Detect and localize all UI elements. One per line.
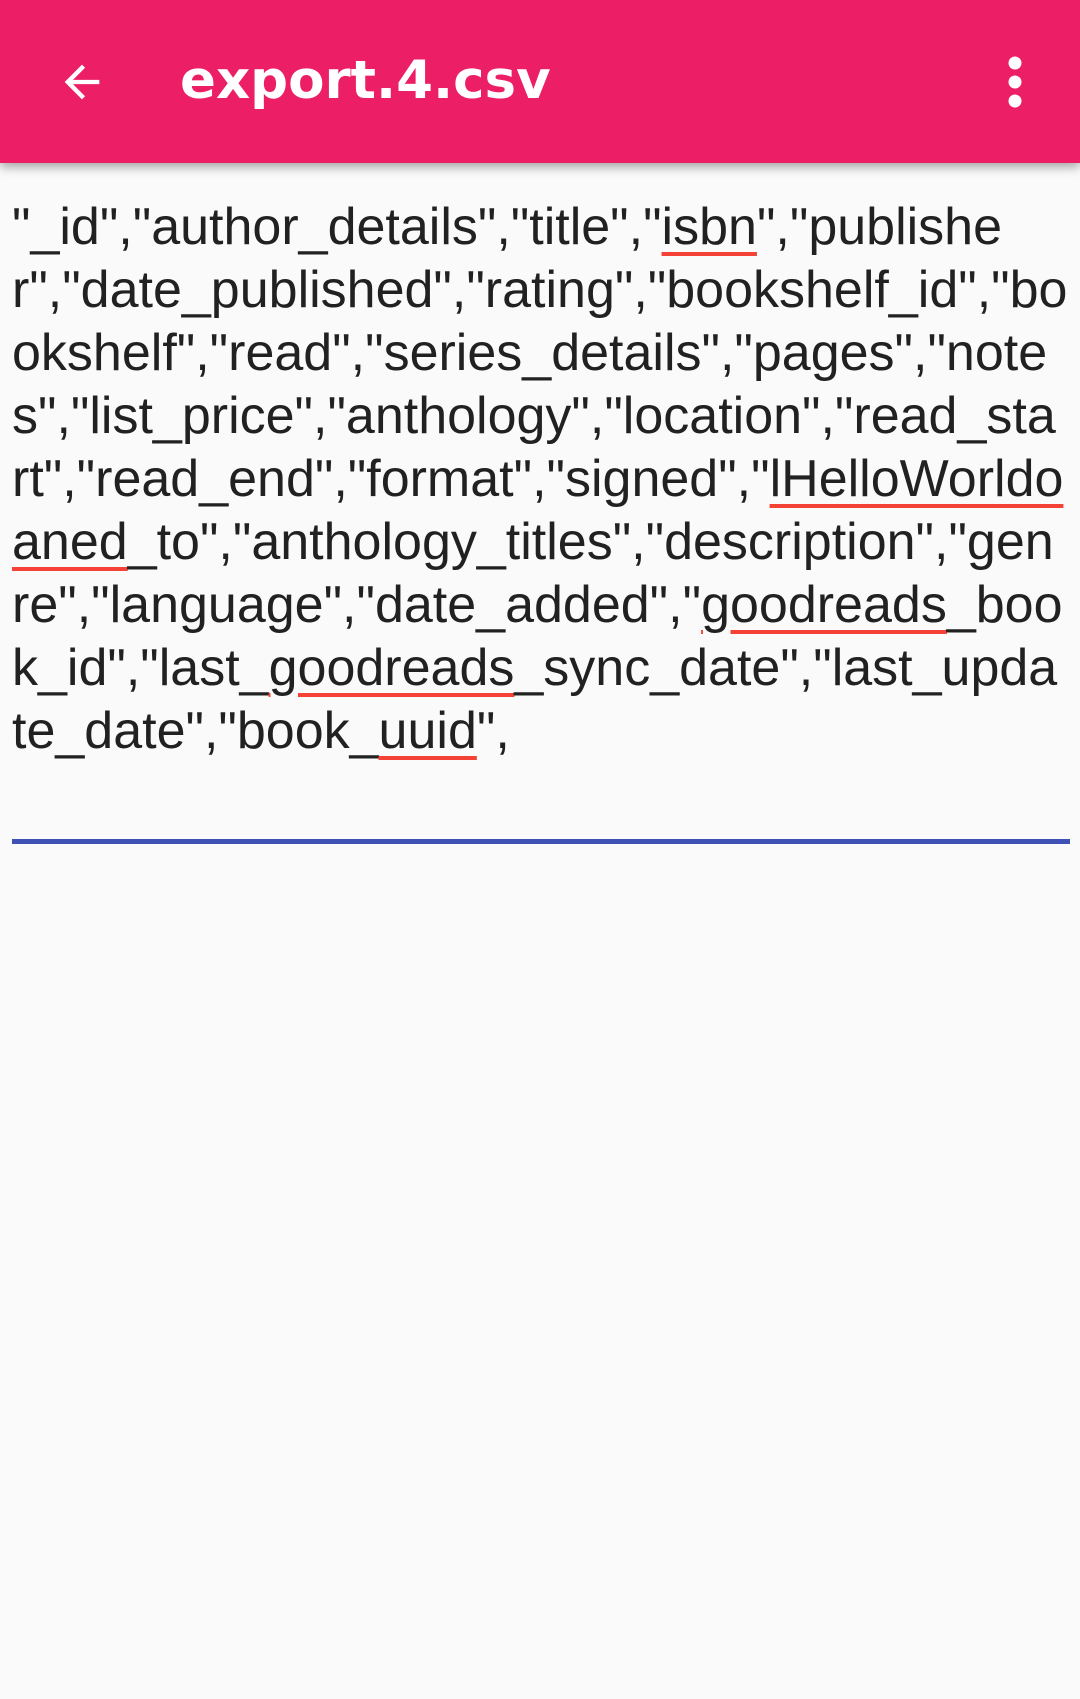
- text-segment: _sync_date","last_update_date","book_: [12, 639, 1058, 760]
- arrow-back-icon: [64, 64, 100, 100]
- text-segment: ",: [476, 702, 510, 760]
- misspelled-word[interactable]: isbn: [661, 198, 757, 256]
- text-segment: _book_id","last_: [12, 576, 1063, 697]
- text-field-underline: [12, 839, 1070, 844]
- page-title: export.4.csv: [180, 50, 551, 111]
- misspelled-word[interactable]: lHelloWorldoaned: [12, 450, 1064, 571]
- csv-text-editor[interactable]: "_id","author_details","title","isbn","p…: [12, 196, 1070, 846]
- misspelled-word[interactable]: goodreads: [701, 576, 947, 634]
- misspelled-word[interactable]: uuid: [378, 702, 477, 760]
- csv-header-text[interactable]: "_id","author_details","title","isbn","p…: [12, 196, 1070, 763]
- more-vert-icon: [1008, 56, 1022, 108]
- overflow-menu-button[interactable]: [980, 42, 1050, 122]
- text-segment: _to","anthology_titles","description","g…: [12, 513, 1054, 634]
- back-button[interactable]: [40, 42, 124, 122]
- misspelled-word[interactable]: goodreads: [268, 639, 515, 697]
- app-bar: export.4.csv: [0, 0, 1080, 163]
- text-segment: "_id","author_details","title",": [12, 198, 662, 256]
- text-segment: ","publisher","date_published","rating",…: [12, 198, 1068, 508]
